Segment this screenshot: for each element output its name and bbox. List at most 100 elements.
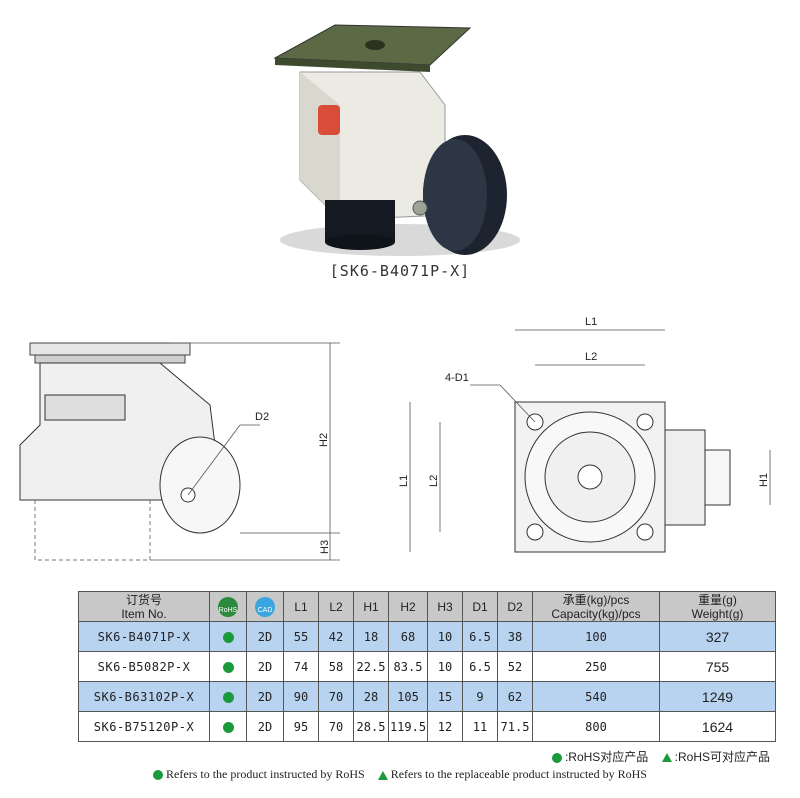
col-h2: H2 — [388, 591, 428, 622]
cell-h1: 28 — [353, 681, 389, 712]
cell-rohs — [209, 711, 247, 742]
col-d2: D2 — [497, 591, 533, 622]
col-rohs: RoHS — [209, 591, 247, 622]
cell-weight: 1249 — [659, 681, 776, 712]
cell-d1: 11 — [462, 711, 498, 742]
green-dot-icon — [551, 752, 562, 763]
product-caption: [SK6-B4071P-X] — [329, 262, 471, 280]
cell-capacity: 540 — [532, 681, 660, 712]
l2-left-label: L2 — [428, 475, 440, 487]
col-capacity: 承重(kg)/pcs Capacity(kg)/pcs — [532, 591, 660, 622]
cell-item: SK6-B63102P-X — [78, 681, 210, 712]
table-header-row: 订货号 Item No. RoHS CAD L1 L2 H1 H2 H3 D1 … — [78, 591, 776, 622]
cell-item: SK6-B4071P-X — [78, 621, 210, 652]
cell-l2: 70 — [318, 681, 354, 712]
cell-h2: 83.5 — [388, 651, 428, 682]
rohs-dot-icon — [222, 632, 234, 644]
cell-d2: 62 — [497, 681, 533, 712]
col-item: 订货号 Item No. — [78, 591, 210, 622]
green-triangle-icon — [661, 753, 672, 763]
cell-l1: 55 — [283, 621, 319, 652]
cell-d1: 6.5 — [462, 651, 498, 682]
cell-h2: 119.5 — [388, 711, 428, 742]
side-view-drawing: D2 H2 H3 — [10, 325, 360, 575]
rohs-dot-icon — [222, 692, 234, 704]
legend-en-rohs: Refers to the product instructed by RoHS — [153, 767, 365, 781]
cell-rohs — [209, 681, 247, 712]
cell-d1: 9 — [462, 681, 498, 712]
green-triangle-icon — [377, 770, 388, 780]
col-d1: D1 — [462, 591, 498, 622]
cell-h2: 105 — [388, 681, 428, 712]
cell-h3: 10 — [427, 621, 463, 652]
cell-l1: 74 — [283, 651, 319, 682]
cell-cad: 2D — [246, 711, 284, 742]
col-cad: CAD — [246, 591, 284, 622]
cell-weight: 1624 — [659, 711, 776, 742]
cell-weight: 327 — [659, 621, 776, 652]
l2-top-label: L2 — [585, 351, 597, 363]
cell-cad: 2D — [246, 621, 284, 652]
col-weight-en: Weight(g) — [691, 606, 744, 621]
cell-l2: 70 — [318, 711, 354, 742]
cell-rohs — [209, 651, 247, 682]
col-weight-cn: 重量(g) — [698, 592, 737, 607]
col-h3: H3 — [427, 591, 463, 622]
cell-h1: 18 — [353, 621, 389, 652]
l1-left-label: L1 — [398, 475, 410, 487]
rohs-icon: RoHS — [218, 596, 238, 617]
cell-h1: 22.5 — [353, 651, 389, 682]
cell-d1: 6.5 — [462, 621, 498, 652]
top-view-drawing: L1 L2 4-D1 L1 L2 H1 — [390, 310, 790, 580]
green-dot-icon — [153, 770, 164, 781]
cell-capacity: 250 — [532, 651, 660, 682]
col-item-en: Item No. — [121, 606, 167, 621]
cell-h1: 28.5 — [353, 711, 389, 742]
cell-l2: 58 — [318, 651, 354, 682]
cell-d2: 71.5 — [497, 711, 533, 742]
cell-cad: 2D — [246, 681, 284, 712]
col-capacity-en: Capacity(kg)/pcs — [551, 606, 641, 621]
l1-top-label: L1 — [585, 316, 597, 328]
cell-h3: 10 — [427, 651, 463, 682]
cell-d2: 52 — [497, 651, 533, 682]
cell-rohs — [209, 621, 247, 652]
cell-l2: 42 — [318, 621, 354, 652]
rohs-dot-icon — [222, 662, 234, 674]
col-item-cn: 订货号 — [125, 592, 162, 607]
cell-h3: 12 — [427, 711, 463, 742]
cell-item: SK6-B5082P-X — [78, 651, 210, 682]
h2-label: H2 — [318, 433, 330, 447]
col-capacity-cn: 承重(kg)/pcs — [562, 592, 630, 607]
h3-label: H3 — [319, 540, 331, 554]
spec-table: 订货号 Item No. RoHS CAD L1 L2 H1 H2 H3 D1 … — [78, 591, 776, 742]
legend-en-replaceable: Refers to the replaceable product instru… — [377, 767, 647, 781]
cell-item: SK6-B75120P-X — [78, 711, 210, 742]
legend-cn-replaceable: :RoHS可对应产品 — [661, 750, 770, 764]
4d1-label: 4-D1 — [445, 372, 469, 384]
cad-icon: CAD — [255, 596, 275, 617]
rohs-dot-icon — [222, 722, 234, 734]
cell-d2: 38 — [497, 621, 533, 652]
cell-h2: 68 — [388, 621, 428, 652]
col-weight: 重量(g) Weight(g) — [659, 591, 776, 622]
col-l1: L1 — [283, 591, 319, 622]
col-h1: H1 — [353, 591, 389, 622]
cell-cad: 2D — [246, 651, 284, 682]
cell-capacity: 800 — [532, 711, 660, 742]
cell-h3: 15 — [427, 681, 463, 712]
d2-label: D2 — [255, 411, 269, 423]
legend-en: Refers to the product instructed by RoHS… — [0, 767, 800, 782]
col-l2: L2 — [318, 591, 354, 622]
cell-weight: 755 — [659, 651, 776, 682]
cell-capacity: 100 — [532, 621, 660, 652]
product-photo — [240, 10, 560, 265]
cell-l1: 90 — [283, 681, 319, 712]
cell-l1: 95 — [283, 711, 319, 742]
legend-cn-rohs: :RoHS对应产品 — [551, 750, 648, 764]
h1-label: H1 — [758, 473, 770, 487]
